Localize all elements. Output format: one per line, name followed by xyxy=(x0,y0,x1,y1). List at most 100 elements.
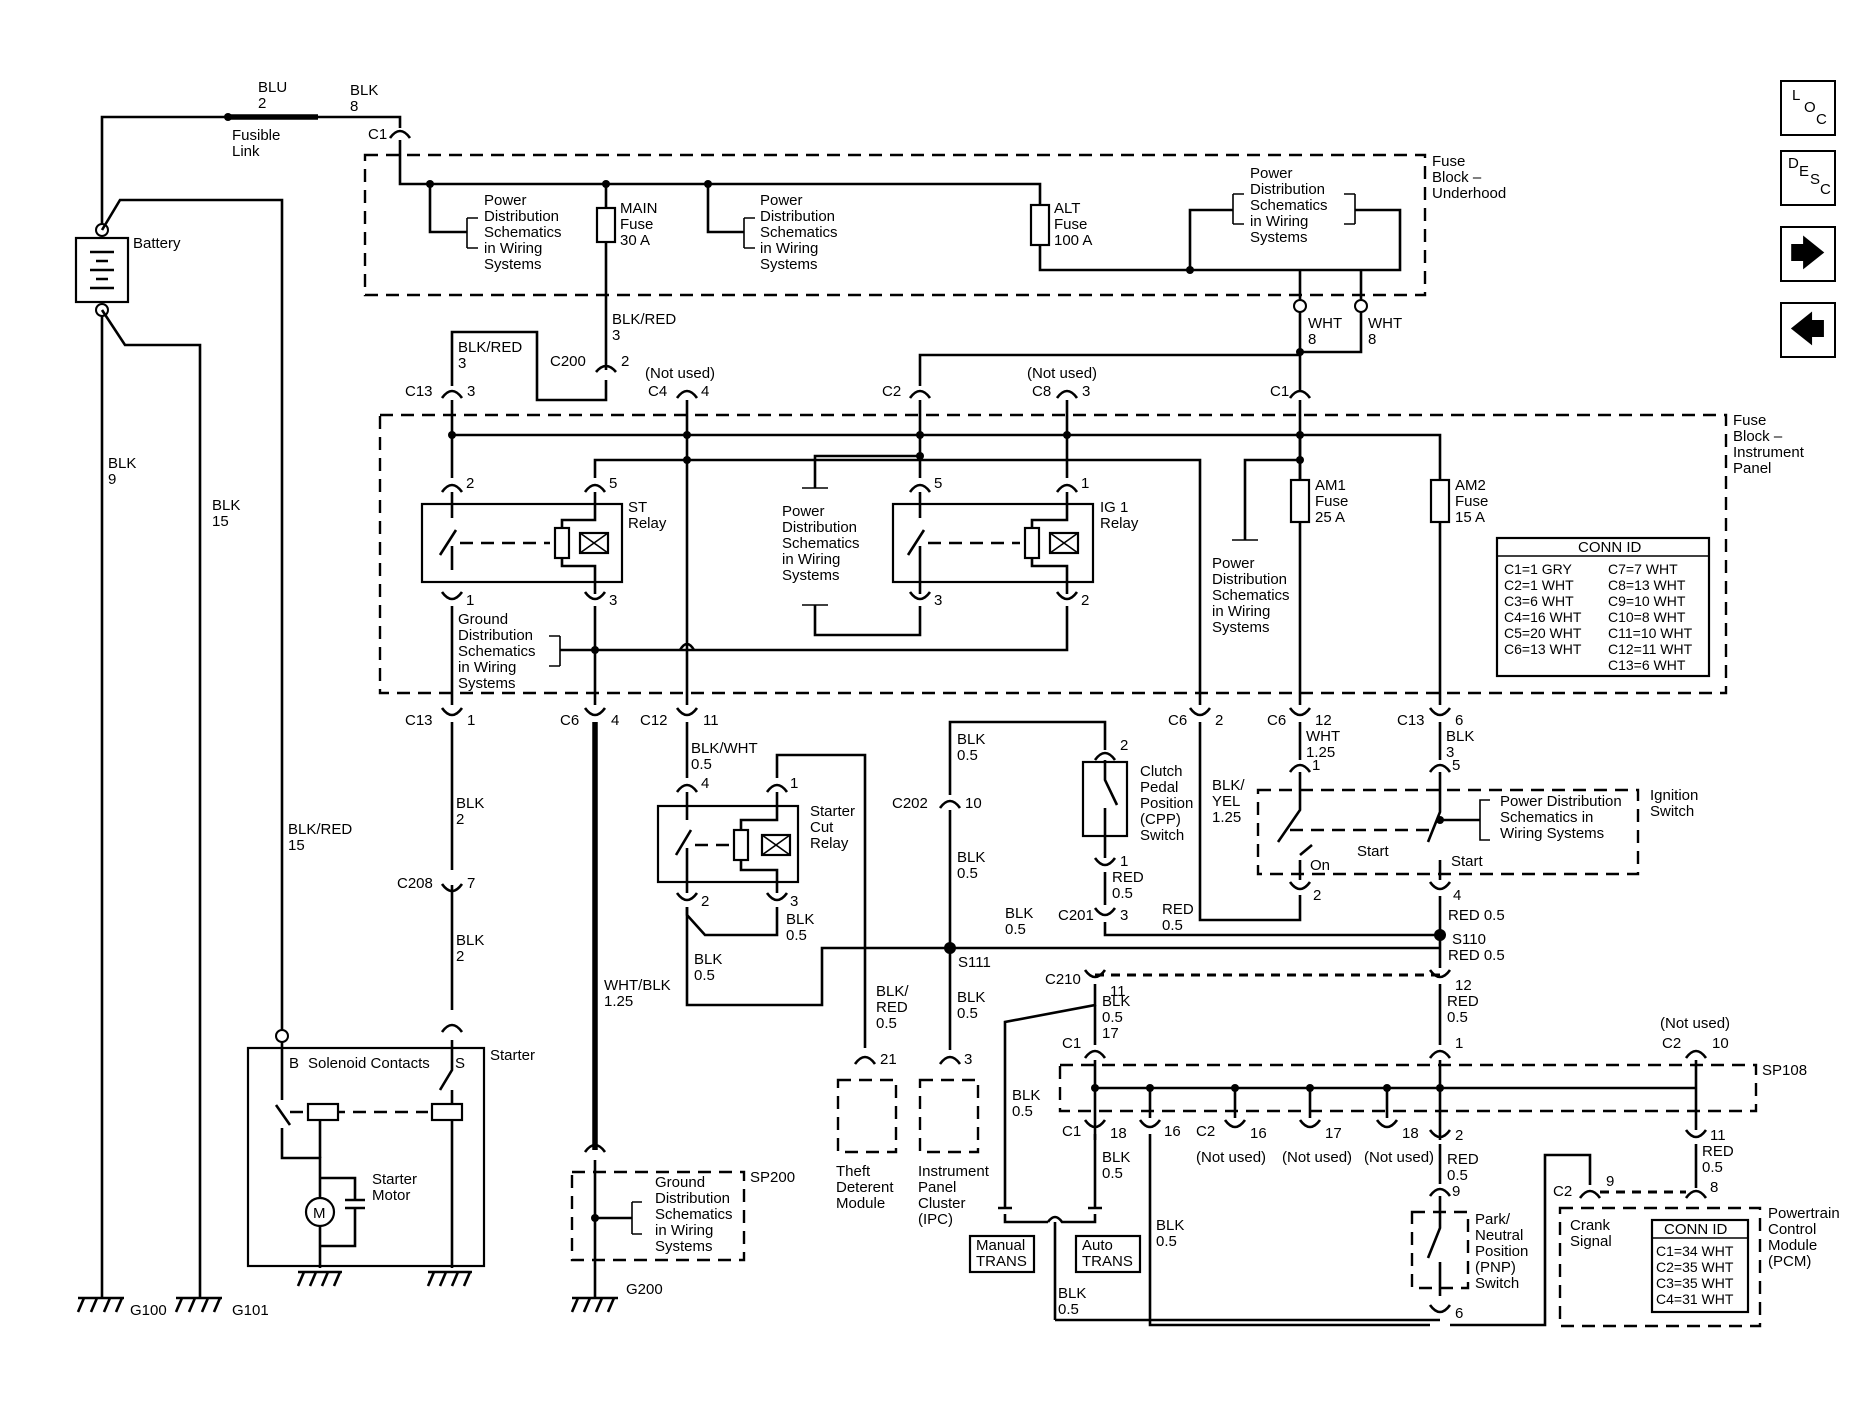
loc-glyph-1: L xyxy=(1792,87,1801,104)
label-sp200-gds-2: Distribution xyxy=(655,1190,730,1207)
starter-b-terminal xyxy=(275,1029,289,1043)
label-pnp-pin6: 6 xyxy=(1455,1305,1463,1322)
connector-c201 xyxy=(1093,907,1117,917)
bracket-pds1 xyxy=(466,217,478,249)
label-pcm-pin9: 9 xyxy=(1606,1173,1614,1190)
wire-scr-pin1-feed xyxy=(775,753,867,1048)
label-fbip-2: Block – xyxy=(1733,428,1783,445)
wire-blkyel xyxy=(1198,722,1302,922)
label-gds-4: in Wiring xyxy=(458,659,516,676)
next-page-button[interactable]: 🡆 xyxy=(1780,226,1836,282)
sp200-outline xyxy=(570,1170,746,1262)
label-starter-motor-2: Motor xyxy=(372,1187,410,1204)
label-blk05-c202-n: 0.5 xyxy=(957,865,978,882)
label-c1-18: 18 xyxy=(1110,1125,1127,1142)
wire-battery-positive xyxy=(100,115,228,230)
connector-cpp-1 xyxy=(1093,857,1117,867)
connector-c1-fbip xyxy=(1288,389,1312,399)
label-blk05-s111-right: BLK xyxy=(1005,905,1033,922)
wire-scr-to-s111 xyxy=(685,907,950,1007)
prev-page-button[interactable]: 🡄 xyxy=(1780,302,1836,358)
label-blkred15-n: 15 xyxy=(288,837,305,854)
label-gds-3: Schematics xyxy=(458,643,536,660)
label-pds1-4: in Wiring xyxy=(484,240,542,257)
connector-pnp-6 xyxy=(1428,1304,1452,1314)
label-whtblk-n: 1.25 xyxy=(604,993,633,1010)
connector-pnp-9 xyxy=(1428,1187,1452,1197)
scr-pin3 xyxy=(765,892,789,902)
label-alt-fuse-2: Fuse xyxy=(1054,216,1087,233)
loc-button[interactable]: L O C xyxy=(1780,80,1836,136)
wire-blk15-g101 xyxy=(100,309,202,1298)
label-c2-16: 16 xyxy=(1250,1125,1267,1142)
battery-cells xyxy=(90,250,114,290)
label-pds2-4: in Wiring xyxy=(760,240,818,257)
wire-c210-down xyxy=(1003,984,1097,1200)
label-ipc-4: (IPC) xyxy=(918,1211,953,1228)
pcm-conn-1: C1=34 WHT xyxy=(1656,1243,1734,1259)
label-pds-ip-3: Schematics xyxy=(782,535,860,552)
label-fbip-1: Fuse xyxy=(1733,412,1766,429)
label-st-pin2: 2 xyxy=(466,475,474,492)
label-am1-1: AM1 xyxy=(1315,477,1346,494)
label-wht8-a-n: 8 xyxy=(1308,331,1316,348)
label-c6-b: C6 xyxy=(1168,712,1187,729)
ground-g100 xyxy=(76,1296,124,1313)
label-c201: C201 xyxy=(1058,907,1094,924)
label-blk05-s111-right-n: 0.5 xyxy=(1005,921,1026,938)
bracket-gds xyxy=(549,635,561,667)
conn-id-table xyxy=(1495,536,1711,678)
label-ign-pin1: 1 xyxy=(1312,757,1320,774)
label-blkred05-3: 0.5 xyxy=(876,1015,897,1032)
alt-fuse xyxy=(1029,203,1051,247)
fuse-block-ip-outline xyxy=(378,413,1728,695)
label-pnp-4: (PNP) xyxy=(1475,1259,1516,1276)
conn-left-1: C1=1 GRY xyxy=(1504,561,1572,577)
label-pds1-5: Systems xyxy=(484,256,542,273)
label-ipc-3: Cluster xyxy=(918,1195,966,1212)
desc-button[interactable]: D E S C xyxy=(1780,150,1836,206)
label-pcm-3: Module xyxy=(1768,1237,1817,1254)
bracket-pds-ip xyxy=(802,487,828,606)
connector-c13-top xyxy=(440,389,464,399)
label-theft-1: Theft xyxy=(836,1163,871,1180)
label-blk3-n: 3 xyxy=(1446,744,1454,761)
wire-c201-to-s110 xyxy=(1103,922,1440,937)
loc-glyph-2: O xyxy=(1804,99,1816,116)
node-pds-right xyxy=(1186,266,1194,274)
label-pcm-4: (PCM) xyxy=(1768,1253,1811,1270)
label-blk2-b: BLK xyxy=(456,932,484,949)
wire-battery-to-starter-b xyxy=(100,198,284,1030)
connector-ign-4 xyxy=(1428,881,1452,891)
st-relay-internal xyxy=(560,492,597,594)
conn-right-1: C7=7 WHT xyxy=(1608,561,1678,577)
node-ip-c2 xyxy=(916,431,924,439)
label-pds-am1-1: Power xyxy=(1212,555,1255,572)
label-ign-pds-2: Schematics in xyxy=(1500,809,1593,826)
label-pcm-1: Powertrain xyxy=(1768,1205,1840,1222)
label-scr-pin3: 3 xyxy=(790,893,798,910)
st-relay-pin2 xyxy=(440,483,464,493)
wire-pds-underhood-right xyxy=(1188,208,1233,270)
connector-ign-1 xyxy=(1288,763,1312,773)
wire-blkred3 xyxy=(450,330,608,402)
label-alt-fuse-3: 100 A xyxy=(1054,232,1092,249)
ig1-relay-switch xyxy=(906,492,926,594)
label-blk8-n: 8 xyxy=(350,98,358,115)
node-ip-c8 xyxy=(1063,431,1071,439)
ign-switch-on-contact xyxy=(1299,844,1313,856)
node-sp200 xyxy=(591,1214,599,1222)
desc-glyph-3: S xyxy=(1810,171,1821,188)
conn-left-4: C4=16 WHT xyxy=(1504,609,1582,625)
label-c12-n: 11 xyxy=(703,712,719,729)
label-blk05-manual-n: 0.5 xyxy=(1012,1103,1033,1120)
ignition-switch-outline xyxy=(1256,788,1640,876)
connector-c12 xyxy=(675,707,699,717)
label-blk05-manual: BLK xyxy=(1012,1087,1040,1104)
label-pnp-5: Switch xyxy=(1475,1275,1519,1292)
label-fbip-4: Panel xyxy=(1733,460,1771,477)
conn-right-2: C8=13 WHT xyxy=(1608,577,1686,593)
label-pcm-pin8: 8 xyxy=(1710,1179,1718,1196)
connector-c4-top xyxy=(675,389,699,399)
label-cpp-2: Pedal xyxy=(1140,779,1178,796)
